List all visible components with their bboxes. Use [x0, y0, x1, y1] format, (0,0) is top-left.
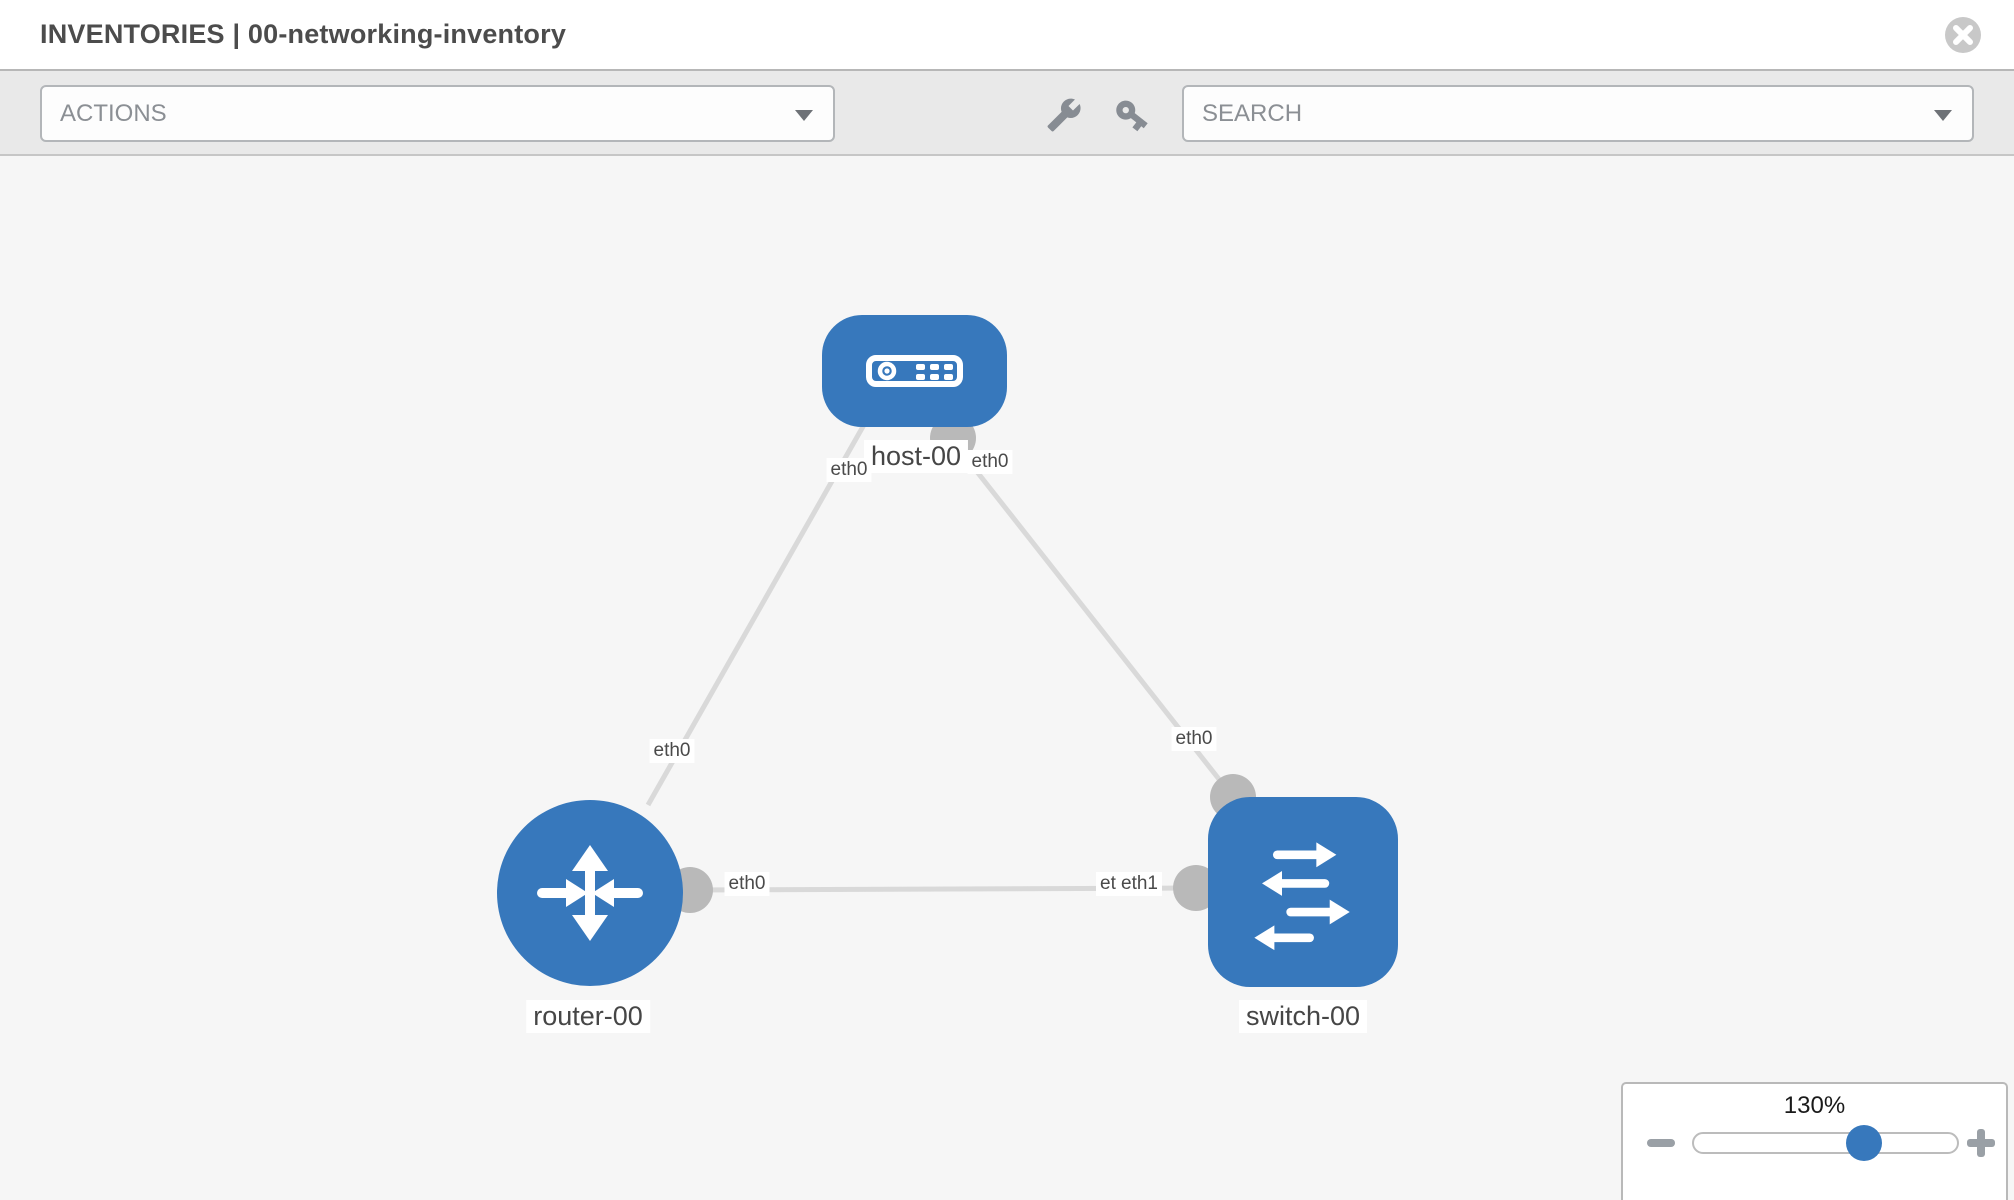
- credentials-button[interactable]: [1108, 91, 1156, 139]
- zoom-level: 130%: [1783, 1092, 1846, 1119]
- node-host-00[interactable]: [822, 315, 1007, 427]
- switch-icon: [1254, 842, 1350, 951]
- if-label-host-eth0-right: eth0: [967, 450, 1013, 474]
- node-router-00[interactable]: [497, 800, 683, 986]
- if-label-router-eth0-mid: eth0: [724, 872, 770, 896]
- search-dropdown-label: SEARCH: [1202, 100, 1303, 127]
- if-label-router-eth0-up: eth0: [649, 739, 695, 763]
- tools-button[interactable]: [1040, 91, 1088, 139]
- toolbar: ACTIONS SEARCH: [0, 71, 2014, 156]
- page-title: INVENTORIES | 00-networking-inventory: [40, 19, 567, 49]
- wrench-icon: [1047, 98, 1081, 132]
- close-icon: [1945, 17, 1981, 53]
- if-label-switch-eth0: eth0: [1171, 727, 1217, 751]
- zoom-slider-track[interactable]: [1692, 1132, 1959, 1154]
- key-icon: [1116, 100, 1148, 132]
- actions-dropdown[interactable]: ACTIONS: [40, 85, 835, 142]
- search-dropdown[interactable]: SEARCH: [1182, 85, 1974, 142]
- node-label-switch: switch-00: [1238, 1000, 1368, 1033]
- chevron-down-icon: [795, 110, 813, 121]
- router-icon: [537, 845, 643, 941]
- node-switch-00[interactable]: [1208, 797, 1398, 987]
- zoom-in-button[interactable]: [1967, 1129, 1995, 1157]
- host-icon: [866, 355, 963, 387]
- close-button[interactable]: [1944, 16, 1982, 54]
- chevron-down-icon: [1934, 110, 1952, 121]
- node-label-router: router-00: [526, 1000, 650, 1033]
- zoom-slider-thumb[interactable]: [1846, 1125, 1882, 1161]
- zoom-out-button[interactable]: [1645, 1130, 1677, 1156]
- node-label-host: host-00: [863, 440, 969, 473]
- if-label-host-eth0-left: eth0: [826, 458, 872, 482]
- if-label-switch-eth1: eth1: [1117, 872, 1162, 896]
- topology-links-layer: [645, 415, 1256, 913]
- header: INVENTORIES | 00-networking-inventory: [0, 0, 2014, 71]
- actions-dropdown-label: ACTIONS: [60, 100, 167, 127]
- topology-canvas: host-00 router-00 switch-00 eth0 eth0 et…: [0, 158, 2014, 1200]
- zoom-panel: 130%: [1621, 1082, 2008, 1200]
- interface-dot-switch-eth1[interactable]: [1173, 865, 1219, 911]
